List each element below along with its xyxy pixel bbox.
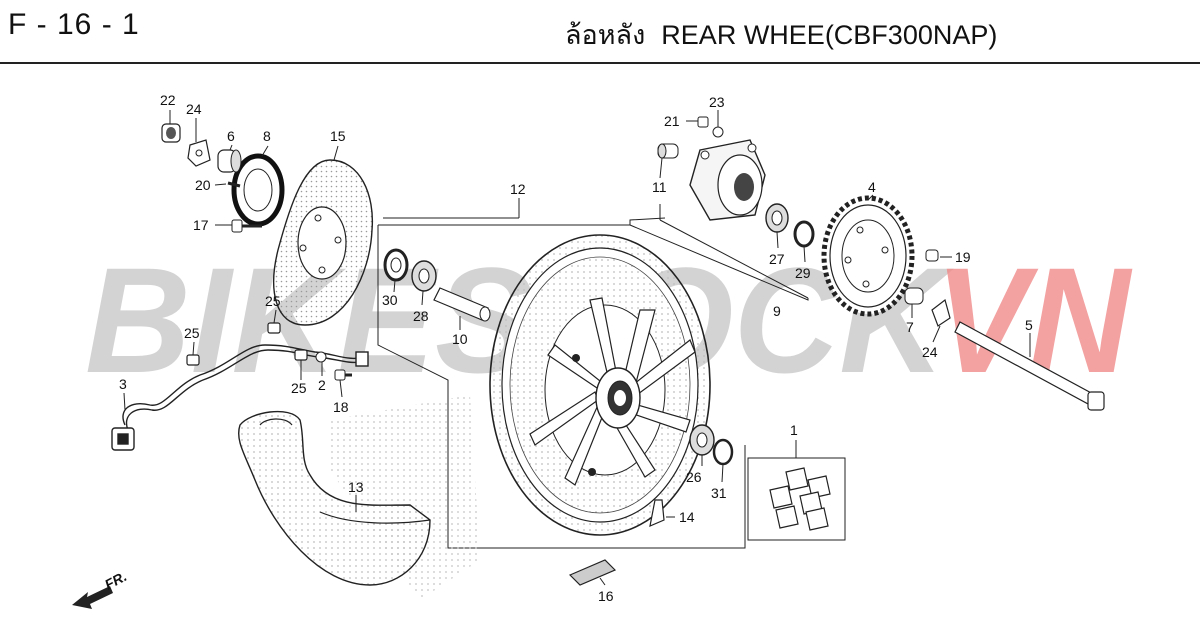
leader-lines	[123, 110, 1031, 586]
oil-seal-31	[712, 438, 734, 466]
callout-22: 22	[160, 92, 176, 108]
collar-6	[217, 149, 242, 173]
callout-1: 1	[790, 422, 798, 438]
plate-24-right	[931, 298, 951, 327]
inner-fender-13	[238, 410, 431, 586]
callout-11: 11	[652, 179, 667, 195]
callout-3: 3	[119, 376, 127, 392]
collar-11	[657, 143, 679, 159]
collar-7	[904, 287, 924, 305]
callout-9: 9	[773, 303, 781, 319]
callout-8: 8	[263, 128, 271, 144]
oil-seal-30	[383, 248, 409, 282]
callout-27: 27	[769, 251, 785, 267]
driven-sprocket	[821, 195, 915, 317]
parts-diagram: BIKESTOCK VN	[72, 92, 1133, 609]
bearing-28	[411, 260, 437, 292]
title-thai: ล้อหลัง	[565, 20, 646, 50]
callout-24: 24	[186, 101, 202, 117]
callout-29: 29	[795, 265, 811, 281]
callout-13: 13	[348, 479, 364, 495]
oil-seal-8	[231, 153, 285, 227]
final-driven-flange	[689, 139, 766, 221]
brake-disc	[273, 159, 374, 326]
cable-clips	[186, 322, 308, 366]
title-english: REAR WHEE(CBF300NAP)	[661, 20, 998, 50]
callout-25-b: 25	[184, 325, 200, 341]
nut-21	[697, 116, 709, 128]
bearing-26	[689, 424, 715, 456]
callout-31: 31	[711, 485, 727, 501]
bearing-27	[765, 203, 789, 233]
washer-23	[712, 126, 724, 138]
callout-24-b: 24	[922, 344, 938, 360]
callout-14: 14	[679, 509, 695, 525]
tire-valve	[649, 499, 665, 527]
tire-outline-shadow	[330, 395, 480, 600]
balance-weight	[568, 559, 617, 586]
callout-10: 10	[452, 331, 468, 347]
page-header: F - 16 - 1 ล้อหลัง REAR WHEE(CBF300NAP)	[0, 0, 1200, 64]
callout-21: 21	[664, 113, 680, 129]
distance-collar-10	[433, 287, 491, 322]
nut-22	[161, 123, 181, 143]
callout-26: 26	[686, 469, 702, 485]
rear-wheel-rim	[489, 234, 711, 536]
bolt-18	[334, 369, 352, 381]
callout-2: 2	[318, 377, 326, 393]
callout-30: 30	[382, 292, 398, 308]
callout-25: 25	[265, 293, 281, 309]
bolt-20	[227, 181, 241, 188]
page-title: ล้อหลัง REAR WHEE(CBF300NAP)	[565, 13, 997, 56]
callout-5: 5	[1025, 317, 1033, 333]
front-direction-arrow: FR.	[72, 568, 129, 609]
callout-15: 15	[330, 128, 346, 144]
callout-18: 18	[333, 399, 349, 415]
callout-17: 17	[193, 217, 209, 233]
nut-19	[925, 249, 939, 262]
callout-6: 6	[227, 128, 235, 144]
callout-23: 23	[709, 94, 725, 110]
callout-4: 4	[868, 179, 876, 195]
washer-2	[315, 351, 327, 363]
callout-labels: 1 2 3 4 5 6 7 8 9 10 11 12 13 14 15 16 1…	[119, 92, 1033, 604]
callout-19: 19	[955, 249, 971, 265]
callout-28: 28	[413, 308, 429, 324]
wheel-damper-rubbers	[769, 467, 831, 531]
rear-axle	[954, 321, 1105, 411]
page-code: F - 16 - 1	[8, 8, 140, 41]
callout-25-c: 25	[291, 380, 307, 396]
oil-seal-29	[793, 220, 815, 248]
callout-16: 16	[598, 588, 614, 604]
callout-7: 7	[906, 319, 914, 335]
callout-12: 12	[510, 181, 526, 197]
watermark-vn: VN	[935, 236, 1133, 404]
bolt-17	[231, 219, 262, 233]
callout-20: 20	[195, 177, 211, 193]
